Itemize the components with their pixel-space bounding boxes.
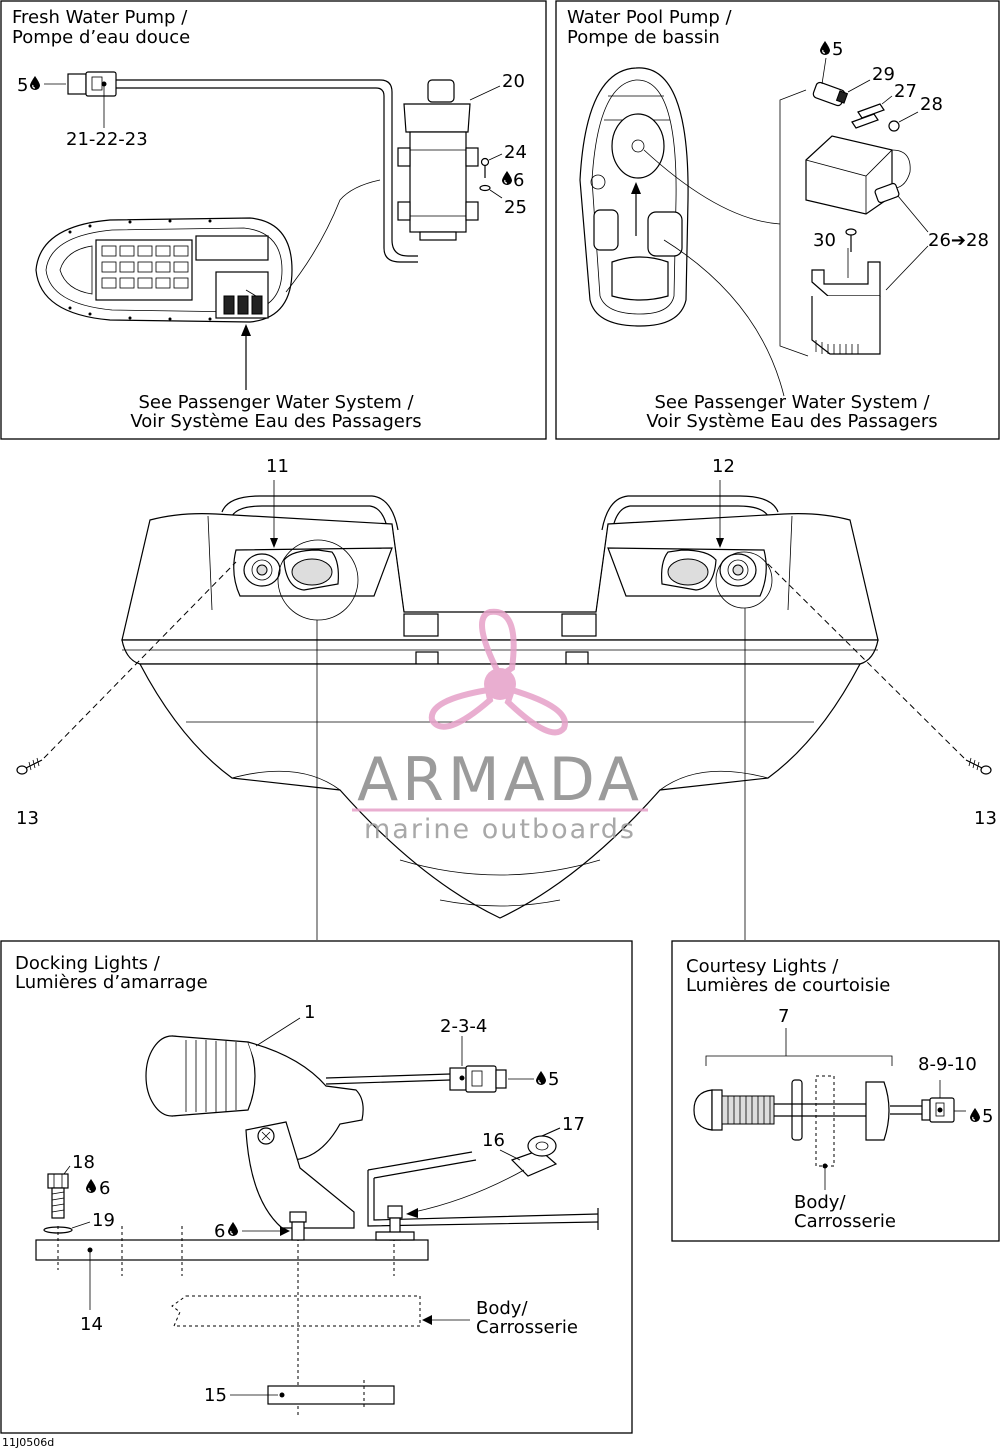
courtesy-light-assembly bbox=[693, 1075, 955, 1167]
callout-24: 24 bbox=[504, 142, 527, 163]
armada-watermark: ARMADA marine outboards bbox=[352, 608, 648, 845]
callout-29: 29 bbox=[872, 64, 895, 85]
drop-icon bbox=[86, 1179, 96, 1193]
panel-docking-lights: Docking Lights / Lumières d’amarrage 1 bbox=[0, 940, 633, 1434]
fresh-pump-connector bbox=[67, 71, 418, 263]
callout-5-dock: 5 bbox=[548, 1069, 559, 1090]
fresh-water-pump-unit bbox=[397, 79, 479, 241]
callout-5-fresh: 5 bbox=[17, 75, 28, 96]
pool-pump-title-en: Water Pool Pump / bbox=[567, 7, 733, 28]
callout-25: 25 bbox=[504, 197, 527, 218]
callout-27: 27 bbox=[894, 81, 917, 102]
docking-lamp bbox=[145, 1035, 451, 1229]
drop-icon bbox=[502, 171, 512, 185]
drop-icon bbox=[820, 41, 830, 55]
washer-25 bbox=[479, 184, 491, 192]
callout-13-right: 13 bbox=[974, 808, 997, 829]
callout-1: 1 bbox=[304, 1002, 315, 1023]
drop-icon bbox=[228, 1222, 238, 1236]
courtesy-body-en: Body/ bbox=[794, 1192, 846, 1213]
callout-2-3-4: 2-3-4 bbox=[440, 1016, 487, 1037]
fresh-see-fr: Voir Système Eau des Passagers bbox=[130, 411, 421, 432]
callout-26-28: 26➔28 bbox=[928, 230, 989, 251]
callout-14: 14 bbox=[80, 1314, 103, 1335]
lamp-bolt bbox=[289, 1211, 307, 1241]
watermark-brand: ARMADA bbox=[357, 745, 643, 815]
docking-connector bbox=[449, 1065, 507, 1093]
boat-rear-view bbox=[121, 495, 879, 919]
callout-16: 16 bbox=[482, 1130, 505, 1151]
detail-circle-left bbox=[277, 539, 359, 621]
screw-13-left bbox=[16, 757, 43, 775]
callout-13-left: 13 bbox=[16, 808, 39, 829]
drop-icon bbox=[30, 76, 40, 90]
callout-20: 20 bbox=[502, 71, 525, 92]
callout-5-pool: 5 bbox=[832, 39, 843, 60]
docking-title-en: Docking Lights / bbox=[15, 953, 161, 974]
docking-title-fr: Lumières d’amarrage bbox=[15, 972, 208, 993]
fresh-pump-title-en: Fresh Water Pump / bbox=[12, 7, 188, 28]
fresh-see-en: See Passenger Water System / bbox=[138, 392, 414, 413]
panel-courtesy-lights: Courtesy Lights / Lumières de courtoisie… bbox=[671, 940, 1000, 1242]
panel-fresh-water-pump: Fresh Water Pump / Pompe d’eau douce 5 2… bbox=[0, 0, 547, 440]
docking-body-fr: Carrosserie bbox=[476, 1317, 578, 1338]
callout-15: 15 bbox=[204, 1385, 227, 1406]
screw-24 bbox=[480, 157, 490, 178]
mounting-plate-14 bbox=[35, 1239, 429, 1261]
courtesy-title-fr: Lumières de courtoisie bbox=[686, 975, 890, 996]
seal-28 bbox=[888, 120, 900, 132]
detail-circle-right bbox=[715, 551, 773, 609]
bolt-18 bbox=[47, 1173, 69, 1219]
screw-30 bbox=[845, 228, 857, 252]
callout-21-22-23: 21-22-23 bbox=[66, 129, 148, 150]
callout-8-9-10: 8-9-10 bbox=[918, 1054, 977, 1075]
courtesy-title-en: Courtesy Lights / bbox=[686, 956, 839, 977]
callout-30: 30 bbox=[813, 230, 836, 251]
pool-pump-unit bbox=[805, 135, 911, 355]
boat-top-view-pool bbox=[579, 67, 689, 327]
clamp-bolt bbox=[375, 1205, 415, 1241]
callout-11: 11 bbox=[266, 456, 289, 477]
callout-6-dock: 6 bbox=[214, 1221, 225, 1242]
figure-id: 11J0506d bbox=[2, 1436, 54, 1449]
fresh-pump-title-fr: Pompe d’eau douce bbox=[12, 27, 190, 48]
pool-pump-title-fr: Pompe de bassin bbox=[567, 27, 720, 48]
screw-13-right bbox=[965, 757, 992, 775]
pool-see-en: See Passenger Water System / bbox=[654, 392, 930, 413]
drop-icon bbox=[536, 1071, 546, 1085]
panel-water-pool-pump: Water Pool Pump / Pompe de bassin 5 bbox=[555, 0, 1000, 440]
docking-body-en: Body/ bbox=[476, 1298, 528, 1319]
callout-18: 18 bbox=[72, 1152, 95, 1173]
boat-top-view-fresh bbox=[35, 217, 293, 323]
watermark-tagline: marine outboards bbox=[364, 814, 636, 845]
callout-28: 28 bbox=[920, 94, 943, 115]
propeller-logo bbox=[428, 608, 568, 736]
callout-5-courtesy: 5 bbox=[982, 1106, 993, 1127]
courtesy-body-fr: Carrosserie bbox=[794, 1211, 896, 1232]
drop-icon bbox=[970, 1108, 980, 1122]
pool-connector bbox=[812, 81, 849, 107]
callout-19: 19 bbox=[92, 1210, 115, 1231]
callout-6-fresh: 6 bbox=[513, 170, 524, 191]
cable-clamp bbox=[510, 1127, 561, 1177]
pool-see-fr: Voir Système Eau des Passagers bbox=[646, 411, 937, 432]
callout-12: 12 bbox=[712, 456, 735, 477]
terminal-27 bbox=[851, 103, 885, 129]
backing-plate-15 bbox=[267, 1385, 395, 1405]
callout-7: 7 bbox=[778, 1006, 789, 1027]
callout-17: 17 bbox=[562, 1114, 585, 1135]
callout-6-dock18: 6 bbox=[99, 1178, 110, 1199]
